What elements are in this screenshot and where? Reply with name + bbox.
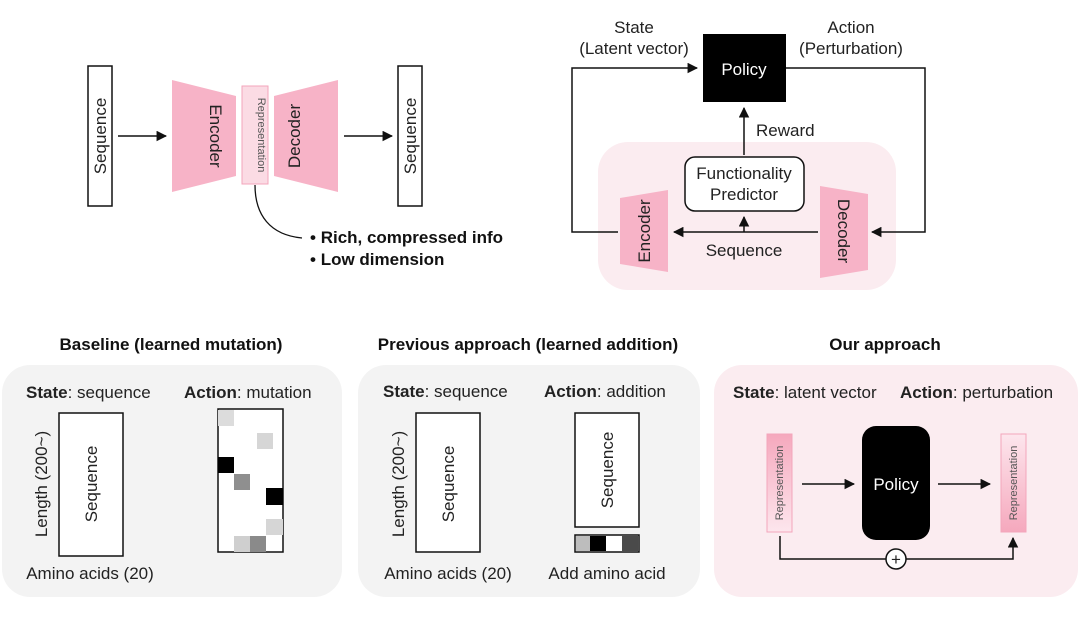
ours-panel: Our approach State: latent vector Action… [714,335,1078,597]
representation-callout-line [254,184,303,239]
previous-sequence-label-2: Sequence [598,432,617,509]
action-label-line2: (Perturbation) [799,39,903,58]
previous-sequence-box [415,412,481,553]
previous-state-text: State: sequence [383,382,508,401]
action-label-line1: Action [827,18,874,37]
ours-title: Our approach [829,335,940,354]
ours-state-text: State: latent vector [733,383,877,402]
functionality-predictor-box [684,156,805,212]
baseline-length-label: Length (200~) [32,431,51,537]
ours-representation-right [1000,433,1027,533]
decoder-trapezoid [274,80,338,192]
rl-loop-diagram: State (Latent vector) Action (Perturbati… [571,18,926,290]
predictor-label-line2: Predictor [710,185,778,204]
baseline-panel: Baseline (learned mutation) State: seque… [2,335,342,597]
sequence-label: Sequence [706,241,783,260]
representation-bar [241,85,269,185]
ours-representation-left [766,433,793,533]
mutation-cell [250,536,266,552]
ours-policy-box [862,426,930,540]
ours-representation-left-label: Representation [774,446,786,521]
mutation-cell [234,474,250,490]
state-label-line2: (Latent vector) [579,39,689,58]
sequence-input-box [87,65,113,207]
baseline-title: Baseline (learned mutation) [60,335,283,354]
previous-sequence-box-2 [574,412,640,528]
encoder-trapezoid [172,80,236,192]
bullet-rich-compressed: • Rich, compressed info [310,228,503,247]
sequence-output-label: Sequence [401,98,420,175]
add-amino-label: Add amino acid [548,564,665,583]
previous-panel: Previous approach (learned addition) Sta… [358,335,700,597]
baseline-action-text: Action: mutation [184,383,312,402]
mutation-cell [266,488,283,505]
previous-title: Previous approach (learned addition) [378,335,678,354]
mutation-cell [218,410,234,426]
mutation-cell [218,457,234,473]
rl-decoder-label: Decoder [834,199,853,264]
rl-encoder-trapezoid [620,190,668,272]
sequence-output-box [397,65,423,207]
reward-label: Reward [756,121,815,140]
previous-action-text: Action: addition [544,382,666,401]
decoder-label: Decoder [285,104,304,169]
previous-sequence-label: Sequence [439,446,458,523]
predictor-label-line1: Functionality [696,164,792,183]
baseline-amino-label: Amino acids (20) [26,564,154,583]
bullet-low-dimension: • Low dimension [310,250,444,269]
ours-policy-label: Policy [873,475,919,494]
sequence-input-label: Sequence [91,98,110,175]
rl-decoder-trapezoid [820,186,868,278]
mutation-cell [234,536,250,552]
ours-action-text: Action: perturbation [900,383,1053,402]
rl-encoder-label: Encoder [635,199,654,263]
addition-cell [590,536,606,551]
addition-cell [622,536,638,551]
state-loop-arrow [571,62,699,233]
baseline-state-text: State: sequence [26,383,151,402]
baseline-sequence-label: Sequence [82,446,101,523]
baseline-sequence-box [58,412,124,557]
representation-label: Representation [255,98,267,173]
ours-representation-right-label: Representation [1008,446,1020,521]
state-label-line1: State [614,18,654,37]
previous-length-label: Length (200~) [389,431,408,537]
previous-amino-label: Amino acids (20) [384,564,512,583]
policy-label: Policy [721,60,767,79]
plus-sign: + [891,550,901,569]
policy-box [703,34,786,102]
plus-circle [885,548,907,570]
mutation-cell [257,433,273,449]
encoder-label: Encoder [206,104,225,168]
action-loop-arrow [786,67,926,238]
autoencoder-diagram: Sequence Encoder Representation Decoder … [87,65,503,269]
addition-cell [576,536,590,551]
mutation-cell [266,519,283,535]
